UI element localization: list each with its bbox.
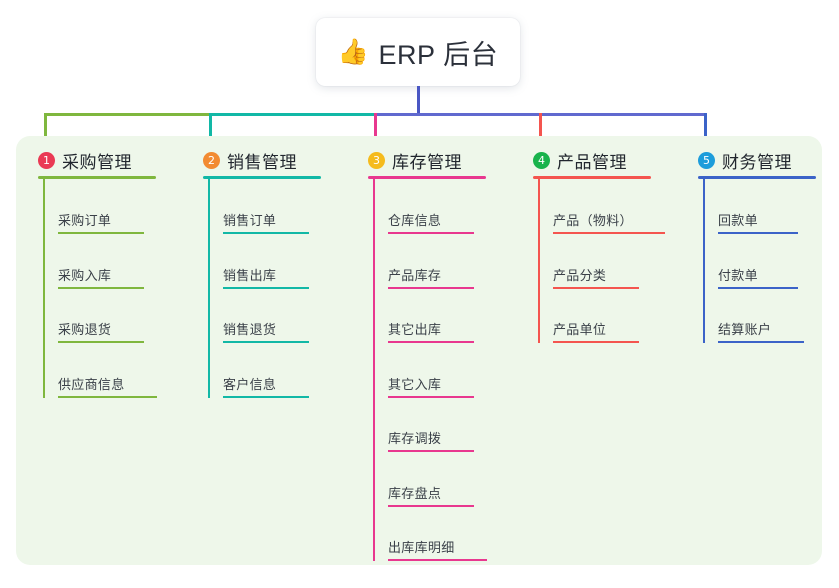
branch-header-rule	[203, 176, 321, 179]
branch-item-label: 采购入库	[58, 267, 112, 283]
branch-item-rule	[223, 286, 309, 289]
branch-header-label: 采购管理	[62, 153, 132, 172]
connector-bar-segment-2	[209, 113, 376, 116]
branches-panel	[16, 136, 822, 565]
branch-trunk	[703, 178, 705, 343]
branch-item-label: 客户信息	[223, 376, 277, 392]
branch-header-rule	[368, 176, 486, 179]
branch-item-label: 采购退货	[58, 322, 112, 337]
branch-item-rule	[718, 286, 798, 289]
branch-item-label: 库存盘点	[388, 485, 442, 501]
branch-header-4[interactable]: 4 产品管理	[533, 148, 627, 173]
branch-item-label: 采购订单	[58, 213, 112, 228]
branch-item-rule	[718, 341, 804, 343]
branch-item[interactable]: 产品分类	[553, 261, 639, 289]
branch-item-rule	[58, 341, 144, 343]
branch-item-label: 仓库信息	[388, 213, 442, 228]
branch-item[interactable]: 销售出库	[223, 261, 309, 289]
branch-number-badge: 5	[698, 152, 715, 169]
branch-item-rule	[388, 395, 474, 398]
branch-item-rule	[388, 341, 474, 343]
branch-item[interactable]: 产品库存	[388, 261, 474, 289]
branch-item[interactable]: 采购退货	[58, 315, 144, 343]
branch-item-rule	[553, 341, 639, 343]
branch-header-label: 销售管理	[227, 153, 297, 172]
branch-number-badge: 1	[38, 152, 55, 169]
branch-item-label: 回款单	[718, 213, 758, 228]
branch-item[interactable]: 结算账户	[718, 315, 804, 343]
branch-item-label: 销售退货	[223, 322, 277, 337]
branch-item-label: 产品分类	[553, 267, 607, 283]
connector-bar-segment-1	[44, 113, 211, 116]
branch-item[interactable]: 库存调拨	[388, 424, 474, 452]
branch-item[interactable]: 其它出库	[388, 315, 474, 343]
branch-item[interactable]: 产品（物料）	[553, 206, 665, 234]
branch-header-rule	[533, 176, 651, 179]
branch-item-rule	[58, 286, 144, 289]
branch-item[interactable]: 回款单	[718, 206, 798, 234]
branch-header-1[interactable]: 1 采购管理	[38, 148, 132, 173]
thumbs-up-icon: 👍	[337, 37, 370, 66]
branch-item-label: 结算账户	[718, 322, 772, 337]
branch-item-rule	[553, 232, 665, 234]
branch-item[interactable]: 销售退货	[223, 315, 309, 343]
branch-header-label: 财务管理	[722, 153, 792, 172]
branch-trunk	[373, 178, 375, 561]
branch-item[interactable]: 付款单	[718, 261, 798, 289]
root-node-title: 👍 ERP 后台	[338, 33, 498, 72]
branch-header-5[interactable]: 5 财务管理	[698, 148, 792, 173]
branch-item-rule	[388, 504, 474, 507]
branch-item-rule	[388, 450, 474, 452]
branch-item-rule	[58, 232, 144, 234]
branch-item-rule	[553, 286, 639, 289]
branch-item-label: 产品库存	[388, 267, 442, 283]
branch-number-badge: 2	[203, 152, 220, 169]
branch-item[interactable]: 出库库明细	[388, 533, 487, 561]
branch-item-label: 供应商信息	[58, 376, 125, 392]
branch-header-label: 产品管理	[557, 153, 627, 172]
branch-item-rule	[718, 232, 798, 234]
branch-item-label: 销售出库	[223, 267, 277, 283]
branch-item[interactable]: 采购订单	[58, 206, 144, 234]
branch-item-label: 销售订单	[223, 213, 277, 228]
branch-number-badge: 4	[533, 152, 550, 169]
branch-item-label: 其它入库	[388, 376, 442, 392]
root-node-label: ERP 后台	[378, 39, 499, 70]
branch-header-label: 库存管理	[392, 153, 462, 172]
branch-item-rule	[223, 232, 309, 234]
branch-trunk	[208, 178, 210, 398]
branch-item-label: 其它出库	[388, 322, 442, 337]
branch-header-rule	[698, 176, 816, 179]
branch-item-label: 库存调拨	[388, 431, 442, 446]
branch-number-badge: 3	[368, 152, 385, 169]
branch-item-label: 出库库明细	[388, 540, 455, 555]
branch-item[interactable]: 客户信息	[223, 370, 309, 398]
connector-root-stem	[417, 86, 420, 116]
branch-header-2[interactable]: 2 销售管理	[203, 148, 297, 173]
branch-item[interactable]: 仓库信息	[388, 206, 474, 234]
branch-header-rule	[38, 176, 156, 179]
branch-header-3[interactable]: 3 库存管理	[368, 148, 462, 173]
branch-item[interactable]: 其它入库	[388, 370, 474, 398]
branch-item-rule	[388, 286, 474, 289]
branch-item-label: 付款单	[718, 267, 758, 283]
branch-item-label: 产品单位	[553, 322, 607, 337]
branch-item[interactable]: 销售订单	[223, 206, 309, 234]
branch-item-rule	[388, 559, 487, 561]
root-node[interactable]: 👍 ERP 后台	[316, 18, 520, 86]
branch-trunk	[43, 178, 45, 398]
branch-item-rule	[58, 395, 157, 398]
branch-item-rule	[388, 232, 474, 234]
branch-item[interactable]: 采购入库	[58, 261, 144, 289]
branch-item[interactable]: 产品单位	[553, 315, 639, 343]
branch-item[interactable]: 库存盘点	[388, 479, 474, 507]
branch-item-rule	[223, 395, 309, 398]
branch-item-rule	[223, 341, 309, 343]
branch-trunk	[538, 178, 540, 343]
branch-item-label: 产品（物料）	[553, 213, 633, 228]
branch-item[interactable]: 供应商信息	[58, 370, 157, 398]
